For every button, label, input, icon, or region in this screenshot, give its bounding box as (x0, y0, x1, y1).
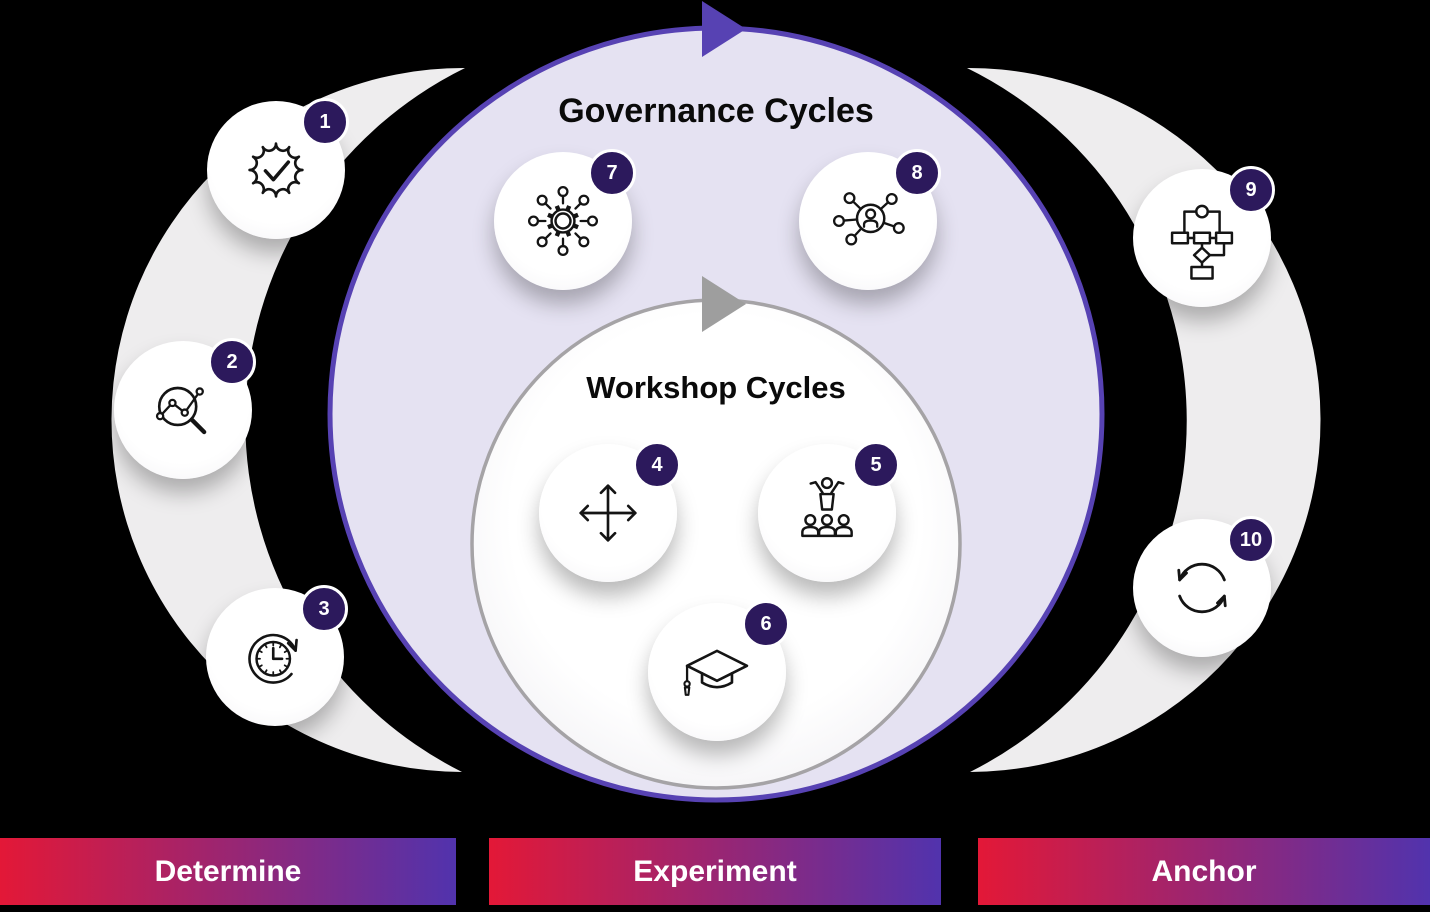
step-number: 5 (870, 454, 882, 476)
step-badge: 1 (301, 98, 349, 146)
gear-network-icon (527, 185, 599, 257)
phase-bar-determine: Determine (0, 838, 456, 905)
step-number: 8 (911, 162, 923, 184)
step-node-10: 10 (1133, 516, 1275, 657)
phase-label: Anchor (1151, 854, 1257, 888)
step-number: 2 (226, 351, 238, 373)
step-node-1: 1 (207, 98, 349, 239)
certified-check-icon (248, 142, 304, 198)
step-badge: 5 (852, 441, 900, 489)
step-badge: 3 (300, 585, 348, 633)
step-badge: 6 (742, 600, 790, 648)
step-node-3: 3 (206, 585, 348, 726)
step-node-4: 4 (539, 441, 681, 582)
step-badge: 7 (588, 149, 636, 197)
step-badge: 8 (893, 149, 941, 197)
step-node-2: 2 (114, 338, 256, 479)
chart-magnifier-icon (155, 386, 207, 435)
workshop-cycles-title: Workshop Cycles (586, 370, 846, 405)
sync-arrows-icon (1177, 562, 1227, 614)
step-badge: 2 (208, 338, 256, 386)
step-number: 1 (319, 111, 331, 133)
step-number: 10 (1239, 529, 1263, 551)
step-number: 9 (1245, 179, 1257, 201)
graduation-cap-icon (683, 649, 749, 696)
step-number: 4 (651, 454, 663, 476)
step-node-6: 6 (648, 600, 790, 741)
step-badge: 4 (633, 441, 681, 489)
people-network-icon (832, 192, 905, 246)
presenter-audience-icon (801, 477, 853, 538)
phase-label: Determine (154, 854, 302, 888)
move-arrows-icon (579, 484, 637, 542)
left-crescent (111, 67, 465, 772)
phase-bar-anchor: Anchor (978, 838, 1430, 905)
step-node-5: 5 (758, 441, 900, 582)
time-cycle-icon (248, 633, 298, 684)
phase-label: Experiment (633, 854, 797, 888)
step-badge: 9 (1227, 166, 1275, 214)
workshop-cycle-arrow-icon (702, 276, 746, 332)
step-number: 6 (760, 613, 772, 635)
governance-cycle-arrow-icon (702, 1, 746, 57)
step-node-7: 7 (494, 149, 636, 290)
flowchart-icon (1170, 204, 1234, 280)
phase-bar-experiment: Experiment (489, 838, 941, 905)
step-node-8: 8 (799, 149, 941, 290)
step-node-9: 9 (1133, 166, 1275, 307)
step-number: 7 (606, 162, 618, 184)
step-badge: 10 (1227, 516, 1275, 564)
step-number: 3 (318, 598, 330, 620)
governance-cycles-title: Governance Cycles (558, 92, 874, 130)
